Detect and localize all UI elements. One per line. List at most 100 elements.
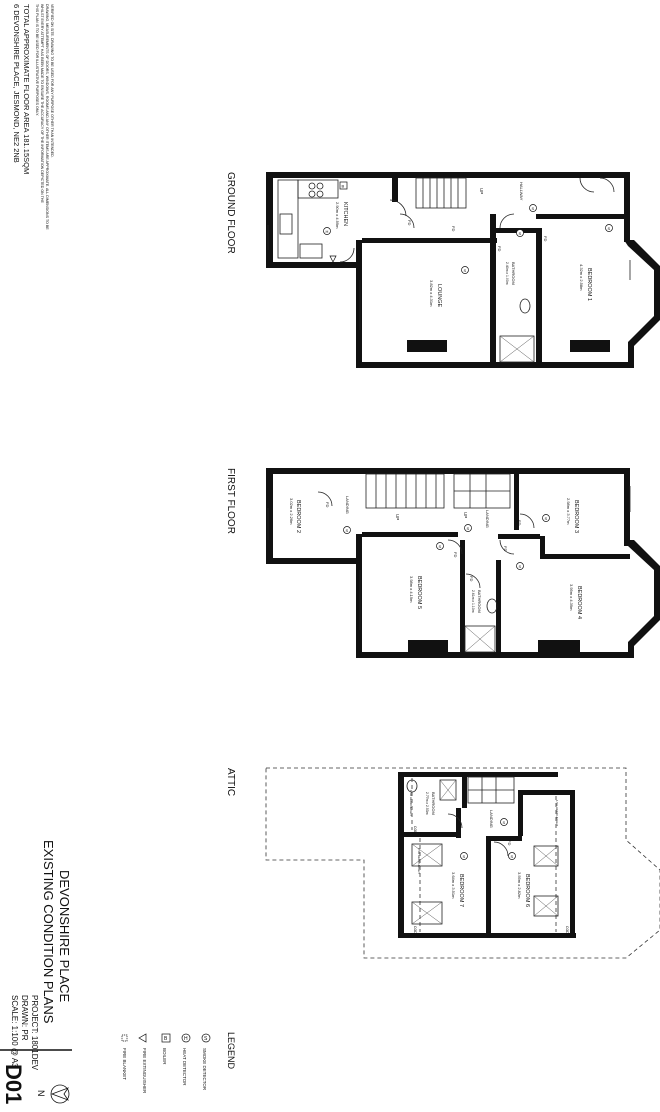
boiler-icon: B [342, 184, 345, 189]
first-detectors: S S S S S [343, 514, 550, 570]
fire-extinguisher-icon [329, 255, 337, 263]
bathroom-ground-size: 2.40m x 1.00m [505, 262, 509, 285]
bedroom-7-smoke-detector-icon: S [463, 854, 466, 859]
disclaimer-line-2: WHILST EVERY ATTEMPT HAS BEEN MADE TO EN… [40, 4, 44, 203]
bathroom-ground-label: BATHROOM [511, 262, 516, 285]
project-number: PROJECT: 1801DEV [30, 995, 39, 1071]
legend-extinguisher-icon [138, 1033, 147, 1043]
ground-floor-plan: GROUND FLOOR [225, 172, 660, 368]
ground-fd-label-1: FD [451, 226, 456, 231]
attic-fixtures [406, 776, 559, 932]
bedroom-6-label: BEDROOM 6 [524, 874, 530, 907]
ground-fd-label-3: FD [497, 246, 502, 251]
disclaimer-line-1: THIS PLAN IS TO BE USED FOR ILLUSTRATIVE… [35, 4, 39, 116]
attic-detectors: S S S [460, 818, 516, 860]
legend-heat-label: HEAT DETECTOR [182, 1048, 187, 1086]
bedroom-3-label: BEDROOM 3 [573, 500, 579, 533]
legend-boiler-label: BOILER [162, 1048, 167, 1065]
first-fd-label-5: FD [469, 576, 474, 581]
attic-cod-label-3: COD [565, 926, 569, 934]
bedroom-7-label: BEDROOM 7 [458, 874, 464, 907]
attic-roof-outline [265, 767, 660, 959]
attic-landing-label: LANDING [489, 810, 494, 828]
ground-fd-label-4: FD [407, 220, 412, 225]
legend-smoke-label: SMOKE DETECTOR [202, 1048, 207, 1091]
bedroom-7-size: 3.64m x 3.51m [451, 872, 456, 899]
legend-fire-blanket-label: FIRE BLANKET [122, 1048, 127, 1080]
legend: LEGEND S SMOKE DETECTOR H HEAT DETECTOR … [121, 1032, 236, 1094]
kitchen-heat-detector-icon: H [326, 229, 329, 234]
lounge-size: 3.82m x 4.31m [429, 280, 434, 307]
bedroom-4-size: 3.99m x 4.39m [569, 584, 574, 611]
ground-floor-title: GROUND FLOOR [225, 172, 236, 254]
north-arrow-icon [50, 1084, 70, 1104]
attic-fd-label-2: FD [507, 840, 512, 845]
attic-walls [398, 772, 576, 938]
legend-smoke-symbol-icon: S [204, 1036, 208, 1042]
ground-up-label: UP [479, 188, 484, 194]
header-block: 6 DEVONSHIRE PLACE, JESMOND, NE2 2NB TOT… [12, 4, 54, 230]
bathroom-first-size: 2.61m x 1.10m [471, 590, 475, 613]
attic-landing-smoke-detector-icon: S [503, 820, 506, 825]
bedroom-5-smoke-detector-icon: S [439, 544, 442, 549]
bedroom-5-size: 3.98m x 4.19m [409, 576, 414, 603]
first-walls [266, 468, 660, 658]
first-floor-plan: FIRST FLOOR [225, 468, 660, 658]
ground-fd-label-2: FD [543, 236, 548, 241]
bedroom-4-smoke-detector-icon: S [519, 564, 522, 569]
landing-first-label-1: LANDING [345, 496, 350, 514]
bedroom-5-label: BEDROOM 5 [416, 576, 422, 609]
address-text: 6 DEVONSHIRE PLACE, JESMOND, NE2 2NB [12, 4, 21, 163]
legend-title: LEGEND [226, 1032, 236, 1070]
kitchen-label: KITCHEN [342, 202, 348, 226]
disclaimer-line-3: DRAWING, MEASUREMENTS OF DOORS, WINDOWS,… [45, 4, 49, 230]
attic-cod-label-2: COD [413, 926, 417, 934]
attic-plan: ATTIC [225, 767, 660, 959]
bedroom-6-smoke-detector-icon: S [511, 854, 514, 859]
drawing-number: D01 [1, 1064, 26, 1104]
legend-fire-blanket-icon [121, 1034, 128, 1042]
attic-head-height-1: 1.5m HEAD HEIGHT [409, 790, 413, 816]
hallway-smoke-detector-icon-2: S [519, 231, 522, 236]
legend-boiler-symbol-icon: B [164, 1036, 168, 1042]
landing-1-smoke-detector-icon: S [346, 528, 349, 533]
title-line-2: EXISTING CONDITION PLANS [41, 840, 56, 1024]
hallway-smoke-detector-icon: S [532, 206, 535, 211]
first-fd-label-3: FD [503, 546, 508, 551]
ground-fixtures [267, 177, 631, 363]
disclaimer-line-4: VERIFIED ON SITE. DRAWING TO BE USED FOR… [50, 4, 54, 158]
kitchen-size: 2.90m x 4.99m [335, 202, 340, 229]
bedroom-2-label: BEDROOM 2 [295, 500, 301, 533]
bedroom-3-size: 2.98m x 3.77m [566, 498, 571, 525]
bedroom-1-label: BEDROOM 1 [586, 268, 592, 301]
legend-extinguisher-label: FIRE EXTINGUISHER [142, 1048, 147, 1094]
ground-detectors: H S S S S B [323, 181, 613, 274]
landing-first-label-2: LANDING [485, 510, 490, 528]
first-up-label-1: UP [395, 514, 400, 520]
attic-cod-label-1: COD [413, 826, 417, 834]
first-fd-label-4: FD [517, 520, 522, 525]
bathroom-first-label: BATHROOM [477, 590, 482, 613]
attic-fd-label-1: FD [455, 820, 460, 825]
first-fixtures [267, 473, 631, 653]
attic-bathroom-label: BATHROOM [431, 792, 436, 815]
north-label: N [36, 1090, 46, 1097]
attic-head-height-2: 1.5m HEAD HEIGHT [417, 848, 421, 874]
bedroom-6-size: 3.59m x 2.82m [517, 872, 522, 899]
area-text: TOTAL APPROXIMATE FLOOR AREA 181.15SQM [22, 4, 31, 174]
first-fd-label-1: FD [325, 502, 330, 507]
lounge-smoke-detector-icon: S [464, 268, 467, 273]
bedroom-3-smoke-detector-icon: S [545, 516, 548, 521]
drawn-by: DRAWN: PR [20, 995, 29, 1041]
bedroom-2-size: 3.02m x 2.26m [289, 498, 294, 525]
attic-head-height-3: 1.5m HEAD HEIGHT [555, 800, 559, 826]
first-floor-title: FIRST FLOOR [225, 468, 236, 534]
first-up-label-2: UP [463, 512, 468, 518]
attic-bathroom-size: 2.77m x 2.53m [425, 792, 429, 815]
bedroom-4-label: BEDROOM 4 [576, 586, 582, 619]
attic-title: ATTIC [225, 768, 236, 796]
landing-2-smoke-detector-icon: S [467, 526, 470, 531]
ground-walls [266, 172, 660, 368]
bedroom-1-size: 4.32m x 2.58m [579, 264, 584, 291]
